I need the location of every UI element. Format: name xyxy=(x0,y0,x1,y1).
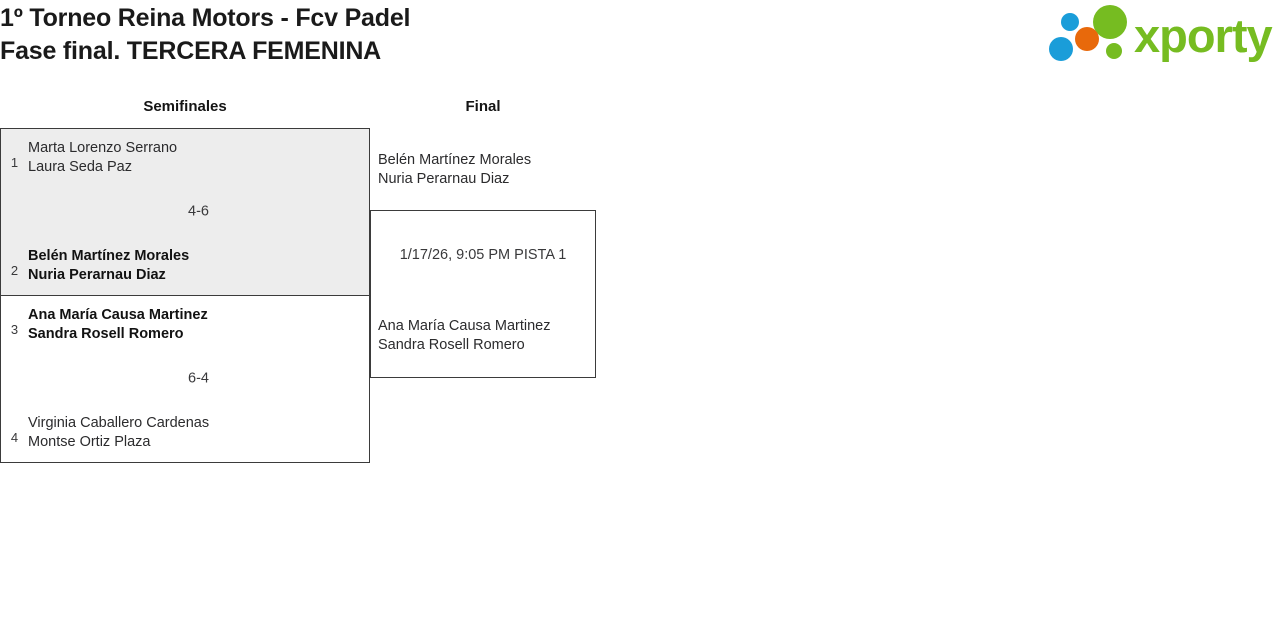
match-final[interactable]: Belén Martínez Morales Nuria Perarnau Di… xyxy=(370,152,596,378)
player-name: Marta Lorenzo Serrano xyxy=(28,140,178,156)
team-names: Marta Lorenzo Serrano Laura Seda Paz xyxy=(28,139,177,177)
title-line-2: Fase final. TERCERA FEMENINA xyxy=(0,37,382,65)
title-line-1: 1º Torneo Reina Motors - Fcv Padel xyxy=(0,4,411,32)
team-names: Ana María Causa Martinez Sandra Rosell R… xyxy=(28,306,208,344)
match-semifinal-2[interactable]: 3 Ana María Causa Martinez Sandra Rosell… xyxy=(0,295,370,463)
svg-text:xporty: xporty xyxy=(1134,9,1273,62)
match-team-row[interactable]: 1 Marta Lorenzo Serrano Laura Seda Paz xyxy=(1,139,369,177)
match-score: 6-4 xyxy=(188,370,209,387)
player-name: Ana María Causa Martinez xyxy=(28,307,208,323)
match-score: 4-6 xyxy=(188,203,209,220)
player-name: Belén Martínez Morales xyxy=(28,248,190,264)
player-name: Sandra Rosell Romero xyxy=(28,326,184,342)
final-team-top: Belén Martínez Morales Nuria Perarnau Di… xyxy=(378,151,531,189)
page-header: 1º Torneo Reina Motors - Fcv Padel Fase … xyxy=(0,0,1280,78)
team-seed: 1 xyxy=(10,155,19,170)
player-name: Virginia Caballero Cardenas xyxy=(28,415,210,431)
player-name: Nuria Perarnau Diaz xyxy=(378,171,510,187)
player-name: Ana María Causa Martinez xyxy=(378,318,551,334)
team-seed: 3 xyxy=(10,322,19,337)
player-name: Montse Ortiz Plaza xyxy=(28,434,151,450)
page-title: 1º Torneo Reina Motors - Fcv Padel Fase … xyxy=(0,2,410,68)
team-seed: 2 xyxy=(10,263,19,278)
player-name: Belén Martínez Morales xyxy=(378,152,532,168)
match-team-row[interactable]: 2 Belén Martínez Morales Nuria Perarnau … xyxy=(1,247,369,285)
team-names: Belén Martínez Morales Nuria Perarnau Di… xyxy=(28,247,189,285)
final-team-bottom: Ana María Causa Martinez Sandra Rosell R… xyxy=(378,317,550,355)
match-semifinal-1[interactable]: 1 Marta Lorenzo Serrano Laura Seda Paz 4… xyxy=(0,128,370,296)
team-seed: 4 xyxy=(10,430,19,445)
team-names: Virginia Caballero Cardenas Montse Ortiz… xyxy=(28,414,209,452)
xporty-logo[interactable]: xporty xyxy=(1042,4,1274,62)
match-team-row[interactable]: 3 Ana María Causa Martinez Sandra Rosell… xyxy=(1,306,369,344)
final-match-datetime-court: 1/17/26, 9:05 PM PISTA 1 xyxy=(399,247,567,263)
round-header-final: Final xyxy=(465,98,501,115)
player-name: Sandra Rosell Romero xyxy=(378,337,525,353)
match-team-row[interactable]: 4 Virginia Caballero Cardenas Montse Ort… xyxy=(1,414,369,452)
round-header-semifinales: Semifinales xyxy=(143,98,227,115)
player-name: Laura Seda Paz xyxy=(28,159,132,175)
player-name: Nuria Perarnau Diaz xyxy=(28,267,166,283)
